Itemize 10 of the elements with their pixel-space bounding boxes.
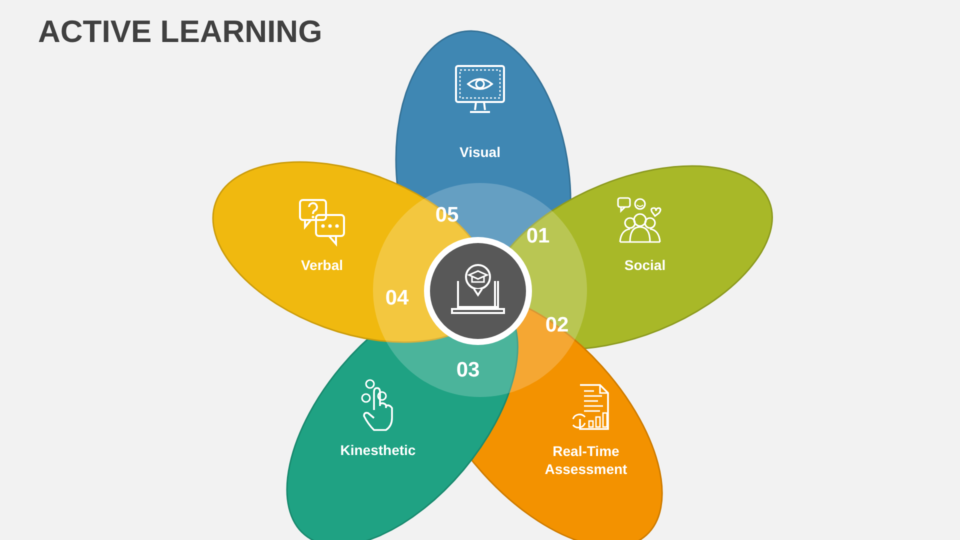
petal-label: Kinesthetic — [339, 440, 417, 460]
step-number: 02 — [545, 312, 569, 338]
petal-label: Verbal — [300, 256, 344, 274]
title: ACTIVE LEARNING — [38, 14, 322, 50]
petal-label: Social — [623, 256, 667, 274]
petal-label: Visual — [458, 142, 502, 162]
step-number: 01 — [526, 223, 550, 250]
step-number: 04 — [385, 285, 409, 312]
petal-label: Real-Time Assessment — [544, 442, 628, 478]
step-number: 03 — [456, 357, 480, 384]
